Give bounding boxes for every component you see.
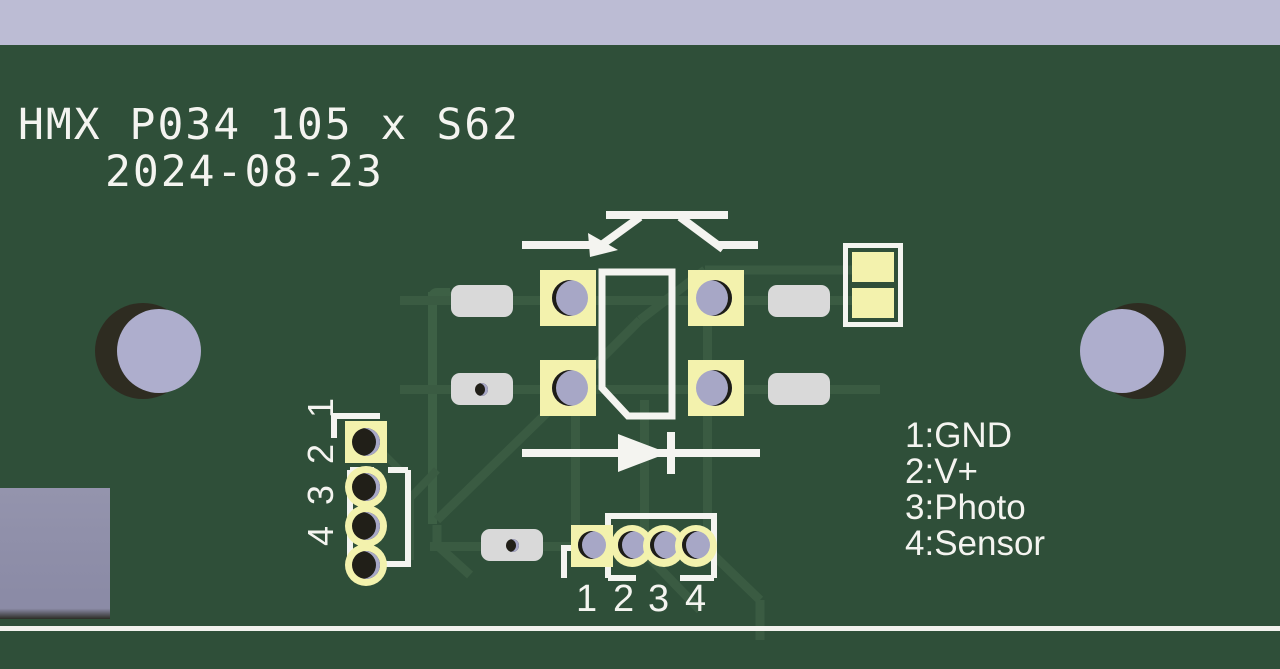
connector-vertical-label-4: 4 bbox=[300, 525, 341, 546]
connector-horizontal-pad-1 bbox=[571, 525, 613, 567]
ic-pad-2 bbox=[540, 360, 596, 416]
connector-vertical-pad-4 bbox=[345, 544, 387, 586]
connector-horizontal-pad-4 bbox=[675, 525, 717, 567]
connector-vertical-pad-3-hole bbox=[352, 512, 380, 540]
trace-row-upper bbox=[400, 296, 880, 305]
trace-vertical-left bbox=[428, 292, 437, 524]
ic-pad-2-hole bbox=[552, 370, 588, 406]
ic-pad-3-hole bbox=[696, 280, 732, 316]
trace-vertical-right bbox=[640, 400, 649, 550]
pin-legend-entry-3: 3:Photo bbox=[905, 488, 1026, 527]
switch-symbol bbox=[522, 211, 758, 257]
trace-vertical-center-right bbox=[703, 300, 712, 550]
pin-legend-entry-4: 4:Sensor bbox=[905, 524, 1046, 563]
pin-legend: 1:GND 2:V+ 3:Photo 4:Sensor bbox=[905, 418, 1045, 562]
pin-legend-entry-1: 1:GND bbox=[905, 416, 1012, 455]
ic-pad-1-hole bbox=[552, 280, 588, 316]
smd-pad-bottom-via bbox=[506, 539, 519, 552]
connector-horizontal-pad-2-hole bbox=[618, 531, 646, 559]
silkscreen-title: HMX P034 105 x S62 bbox=[18, 100, 520, 150]
board-edge-silkscreen-line bbox=[0, 626, 1280, 631]
mounting-hole-surface bbox=[1080, 309, 1164, 393]
silkscreen-date: 2024-08-23 bbox=[105, 147, 384, 197]
trace-vertical-center-left bbox=[571, 400, 580, 550]
trace-row-lower bbox=[400, 385, 880, 394]
smd-resistor-pad-1 bbox=[852, 252, 894, 282]
mounting-hole-surface bbox=[117, 309, 201, 393]
diode-symbol bbox=[522, 432, 760, 474]
connector-vertical-label-1: 1 bbox=[300, 397, 341, 418]
connector-vertical-pad-3 bbox=[345, 505, 387, 547]
smd-pad-left-upper bbox=[451, 285, 513, 317]
ic-pad-4 bbox=[688, 360, 744, 416]
connector-vertical-pad-1-hole bbox=[352, 428, 380, 456]
connector-vertical-label-3: 3 bbox=[300, 484, 341, 505]
board-edge-pad bbox=[0, 488, 110, 619]
smd-resistor-pad-2 bbox=[852, 288, 894, 318]
smd-pad-left-lower-via bbox=[475, 383, 488, 396]
connector-vertical-pad-2 bbox=[345, 466, 387, 508]
ic-pad-4-hole bbox=[696, 370, 732, 406]
background-band-top bbox=[0, 0, 1280, 45]
connector-horizontal-pad-4-hole bbox=[682, 531, 710, 559]
smd-resistor-outline bbox=[843, 243, 903, 327]
connector-vertical-label-2: 2 bbox=[300, 443, 341, 464]
mounting-hole-right bbox=[1080, 303, 1186, 399]
pin-legend-entry-2: 2:V+ bbox=[905, 452, 978, 491]
connector-vertical-pad-4-hole bbox=[352, 551, 380, 579]
ic-pad-3 bbox=[688, 270, 744, 326]
smd-pad-left-lower bbox=[451, 373, 513, 405]
connector-horizontal-label-1: 1 bbox=[576, 578, 598, 620]
connector-horizontal-label-4: 4 bbox=[685, 578, 707, 620]
connector-horizontal-pad-3-hole bbox=[650, 531, 678, 559]
ic-outline-silkscreen bbox=[598, 268, 676, 420]
connector-vertical-pad-1 bbox=[345, 421, 387, 463]
connector-horizontal-pad-3 bbox=[643, 525, 685, 567]
mounting-hole-left bbox=[95, 303, 201, 399]
connector-horizontal-pad-1-hole bbox=[578, 531, 606, 559]
connector-horizontal-label-2: 2 bbox=[613, 578, 635, 620]
ic-pad-1 bbox=[540, 270, 596, 326]
smd-pad-bottom bbox=[481, 529, 543, 561]
connector-vertical-pad-2-hole bbox=[352, 473, 380, 501]
smd-pad-right-upper bbox=[768, 285, 830, 317]
smd-pad-right-lower bbox=[768, 373, 830, 405]
connector-horizontal-label-3: 3 bbox=[648, 578, 670, 620]
